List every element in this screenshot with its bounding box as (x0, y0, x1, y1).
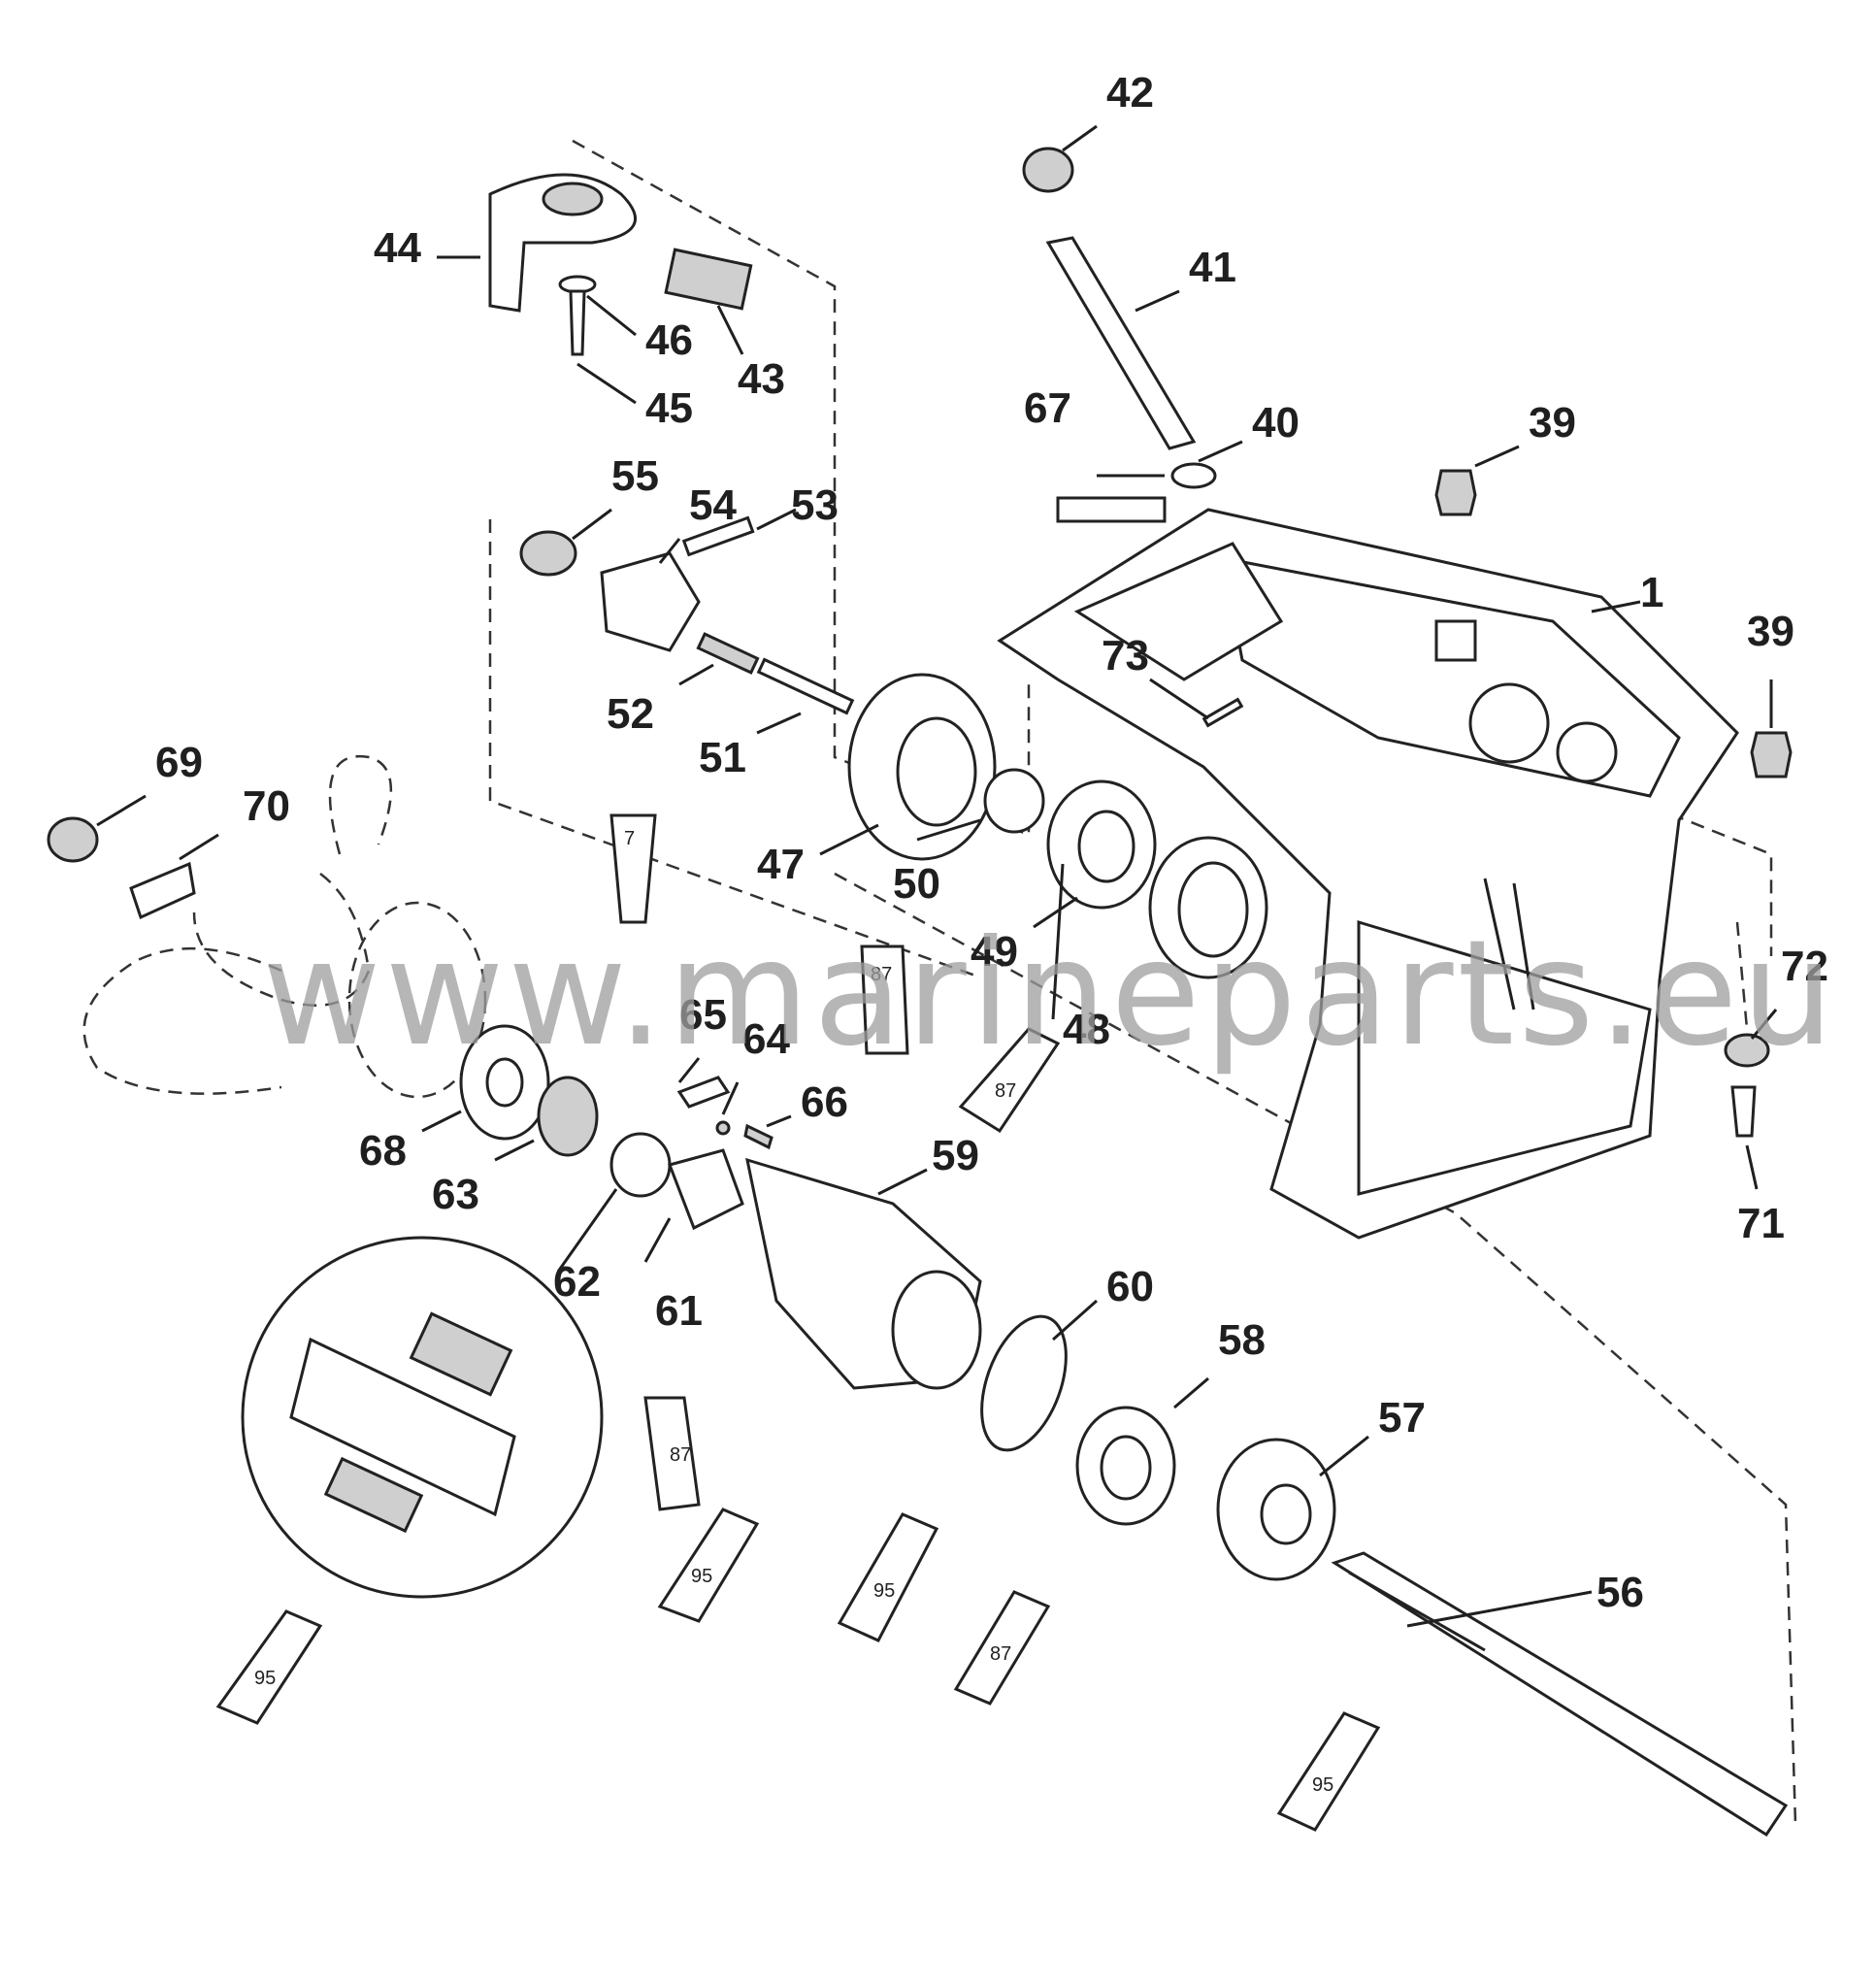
lubricant-tube-87: 87 (643, 1396, 701, 1511)
trim-tab-anode (488, 173, 753, 356)
drive-shaft-tube (1022, 147, 1217, 523)
callout-58: 58 (1218, 1316, 1266, 1364)
callout-52: 52 (607, 690, 654, 738)
callout-39: 39 (1747, 608, 1794, 655)
gearcase-housing (997, 508, 1739, 1240)
shift-components (519, 515, 855, 715)
callout-42: 42 (1106, 69, 1154, 116)
callout-73: 73 (1102, 632, 1149, 679)
callout-labels: 1 39 39 40 41 42 43 44 45 46 47 48 49 50… (155, 69, 1828, 1616)
callout-50: 50 (893, 860, 940, 908)
lubricant-tubes: 7 87 87 87 87 95 95 95 (215, 813, 1381, 1832)
callout-49: 49 (971, 928, 1018, 976)
lubricant-tube-87: 87 (953, 1590, 1051, 1706)
callout-67: 67 (1024, 384, 1071, 432)
callout-62: 62 (553, 1258, 601, 1306)
callout-55: 55 (611, 452, 659, 500)
callout-60: 60 (1106, 1263, 1154, 1310)
callout-1: 1 (1640, 569, 1663, 616)
callout-71: 71 (1737, 1200, 1785, 1247)
callout-69: 69 (155, 739, 203, 786)
svg-text:95: 95 (873, 1580, 895, 1602)
callout-59: 59 (932, 1132, 979, 1179)
lubricant-tube-95: 95 (215, 1609, 323, 1725)
callout-57: 57 (1378, 1394, 1426, 1441)
callout-41: 41 (1189, 244, 1236, 291)
callout-64: 64 (742, 1015, 790, 1063)
callout-45: 45 (645, 384, 693, 432)
watermark-text: www.marineparts.eu (262, 910, 1838, 1078)
propeller-outline (47, 754, 550, 1141)
svg-text:95: 95 (254, 1668, 276, 1689)
callout-47: 47 (757, 841, 805, 888)
svg-text:87: 87 (990, 1643, 1011, 1665)
propeller-shaft (1216, 1438, 1789, 1838)
callout-66: 66 (801, 1078, 848, 1126)
svg-text:95: 95 (1312, 1774, 1333, 1796)
callout-39: 39 (1529, 399, 1576, 447)
callout-40: 40 (1252, 399, 1300, 447)
callout-65: 65 (679, 991, 727, 1039)
forward-gear (847, 673, 1268, 979)
small-fasteners (1201, 469, 1793, 1138)
svg-text:7: 7 (624, 828, 635, 849)
leader-lines (96, 124, 1778, 1628)
callout-70: 70 (243, 782, 290, 830)
detail-inset (241, 1236, 604, 1599)
lubricant-tube-95: 95 (1276, 1711, 1381, 1832)
lubricant-tube-7: 7 (609, 813, 657, 924)
svg-text:87: 87 (670, 1444, 691, 1466)
callout-72: 72 (1781, 943, 1828, 990)
callout-48: 48 (1063, 1006, 1110, 1053)
callout-56: 56 (1596, 1569, 1644, 1616)
lubricant-tube-87: 87 (860, 944, 909, 1055)
svg-text:95: 95 (691, 1566, 712, 1587)
callout-63: 63 (432, 1171, 479, 1218)
callout-54: 54 (689, 481, 737, 529)
callout-68: 68 (359, 1127, 407, 1175)
callout-44: 44 (374, 224, 421, 272)
callout-61: 61 (655, 1287, 703, 1335)
callout-46: 46 (645, 316, 693, 364)
callout-43: 43 (738, 355, 785, 403)
lubricant-tube-95: 95 (837, 1512, 939, 1642)
lubricant-tube-87: 87 (958, 1027, 1061, 1134)
svg-text:87: 87 (995, 1080, 1016, 1102)
bearing-carrier (537, 1076, 1176, 1526)
svg-text:87: 87 (871, 964, 892, 985)
callout-53: 53 (791, 481, 839, 529)
lubricant-tube-95: 95 (657, 1508, 760, 1623)
callout-51: 51 (699, 734, 746, 781)
